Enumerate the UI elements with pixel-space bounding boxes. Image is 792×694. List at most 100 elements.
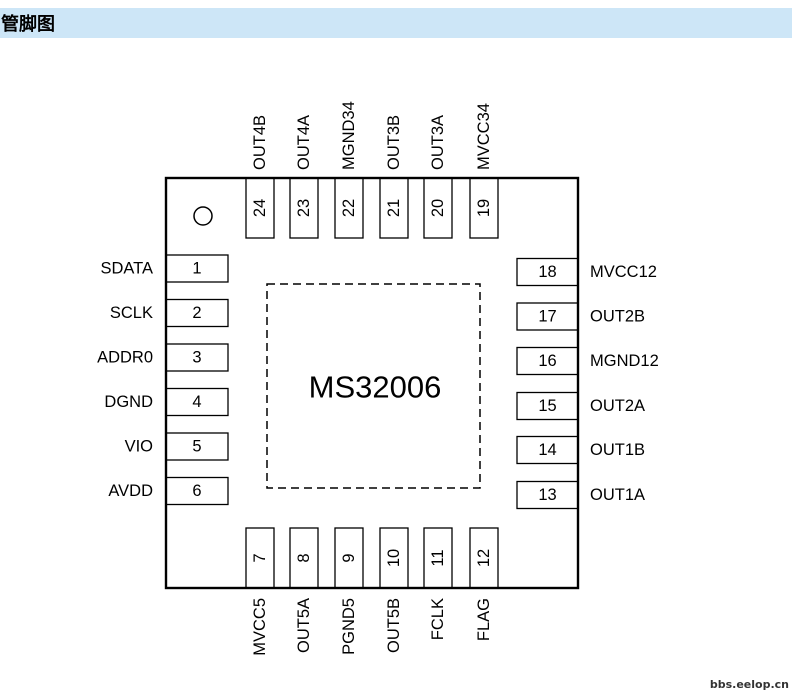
pin-11-pad xyxy=(423,527,453,589)
pin-10-number: 10 xyxy=(385,549,403,567)
pin-3: 3 ADDR0 xyxy=(97,343,229,372)
pin-8-number: 8 xyxy=(295,553,313,562)
pin-3-label: ADDR0 xyxy=(97,349,153,367)
pin-13-pad xyxy=(516,480,579,510)
pin-15: 15 OUT2A xyxy=(516,391,645,421)
pin-24-number: 24 xyxy=(251,199,269,217)
pin-16: 16 MGND12 xyxy=(516,346,659,376)
pin-10-pad xyxy=(379,527,409,589)
pin-3-pad xyxy=(165,343,229,372)
exposed-pad-outline xyxy=(266,283,481,489)
pin-17: 17 OUT2B xyxy=(516,302,645,331)
pin-22-label: MGND34 xyxy=(340,101,358,170)
pin-14: 14 OUT1B xyxy=(516,435,645,465)
pin-20: 20 OUT3A xyxy=(423,115,453,239)
pin-21: 21 OUT3B xyxy=(379,115,409,239)
pin-12-pad xyxy=(469,527,499,589)
pin-12-number: 12 xyxy=(475,549,493,567)
pin-7-number: 7 xyxy=(251,553,269,562)
pin-13: 13 OUT1A xyxy=(516,480,645,510)
pin-21-pad xyxy=(379,177,409,239)
pin-15-pad xyxy=(516,391,579,421)
pin-22: 22 MGND34 xyxy=(334,101,364,239)
pin-14-number: 14 xyxy=(538,441,556,459)
pin-13-number: 13 xyxy=(538,486,556,504)
pin-24-label: OUT4B xyxy=(251,115,269,170)
pin-2: 2 SCLK xyxy=(110,298,229,328)
pin-15-number: 15 xyxy=(538,397,556,415)
pin-4-number: 4 xyxy=(192,393,201,411)
pin-17-number: 17 xyxy=(538,308,556,326)
pin-22-pad xyxy=(334,177,364,239)
pin-11-label: FCLK xyxy=(429,598,447,640)
pin-2-label: SCLK xyxy=(110,304,153,322)
pin-23-pad xyxy=(289,177,319,239)
pin-16-label: MGND12 xyxy=(590,352,659,370)
chip-outline xyxy=(164,176,580,590)
pin-6: 6 AVDD xyxy=(108,476,229,506)
chip-body xyxy=(166,178,578,588)
pin-11-number: 11 xyxy=(429,549,447,566)
pin-19-number: 19 xyxy=(475,199,493,217)
pin-24: 24 OUT4B xyxy=(245,115,275,239)
pin-21-label: OUT3B xyxy=(385,115,403,170)
chip-name: MS32006 xyxy=(309,370,442,405)
pin-9-label: PGND5 xyxy=(340,598,358,655)
pin-6-label: AVDD xyxy=(108,482,153,500)
pin-5-number: 5 xyxy=(192,438,201,456)
pin-23-number: 23 xyxy=(295,199,313,217)
watermark: bbs.eelop.cn xyxy=(710,678,789,691)
pin-12-label: FLAG xyxy=(475,598,493,641)
pin-21-number: 21 xyxy=(385,199,403,217)
pin-1-number: 1 xyxy=(192,260,201,278)
pin-13-label: OUT1A xyxy=(590,486,645,504)
pin-23-label: OUT4A xyxy=(295,115,313,170)
pin-3-number: 3 xyxy=(192,349,201,367)
pin-5-label: VIO xyxy=(125,438,154,456)
pin-17-label: OUT2B xyxy=(590,308,645,326)
pin-20-number: 20 xyxy=(429,199,447,217)
pin-24-pad xyxy=(245,177,275,239)
pin-20-pad xyxy=(423,177,453,239)
pin-9-pad xyxy=(334,527,364,589)
pin-8-label: OUT5A xyxy=(295,598,313,653)
pin-2-number: 2 xyxy=(192,304,201,322)
pin-4-pad xyxy=(165,387,229,417)
pin-16-pad xyxy=(516,346,579,376)
header-bar xyxy=(0,8,792,38)
pin-5-pad xyxy=(165,432,229,461)
pin-9-number: 9 xyxy=(340,553,358,562)
pin-22-number: 22 xyxy=(340,199,358,217)
pin-10-label: OUT5B xyxy=(385,598,403,653)
pin-19: 19 MVCC34 xyxy=(469,103,499,239)
pin-6-number: 6 xyxy=(192,482,201,500)
pin-18-number: 18 xyxy=(538,263,556,281)
pin-18-label: MVCC12 xyxy=(590,263,657,281)
pin-19-label: MVCC34 xyxy=(475,103,493,170)
pin-5: 5 VIO xyxy=(125,432,229,461)
pin-1-label: SDATA xyxy=(100,260,153,278)
page-title: 管脚图 xyxy=(1,13,55,35)
pin-15-label: OUT2A xyxy=(590,397,645,415)
pin-7-label: MVCC5 xyxy=(251,598,269,656)
pin-4: 4 DGND xyxy=(104,387,229,417)
pin-14-pad xyxy=(516,435,579,465)
pin-1: 1 SDATA xyxy=(100,254,229,283)
pin-1-marker xyxy=(193,206,213,226)
pin-16-number: 16 xyxy=(538,352,556,370)
pin-23: 23 OUT4A xyxy=(289,115,319,239)
pin-4-label: DGND xyxy=(104,393,153,411)
pin-20-label: OUT3A xyxy=(429,115,447,170)
pin-14-label: OUT1B xyxy=(590,441,645,459)
pin-18: 18 MVCC12 xyxy=(516,257,657,287)
pin-1-pad xyxy=(165,254,229,283)
pin-18-pad xyxy=(516,257,579,287)
